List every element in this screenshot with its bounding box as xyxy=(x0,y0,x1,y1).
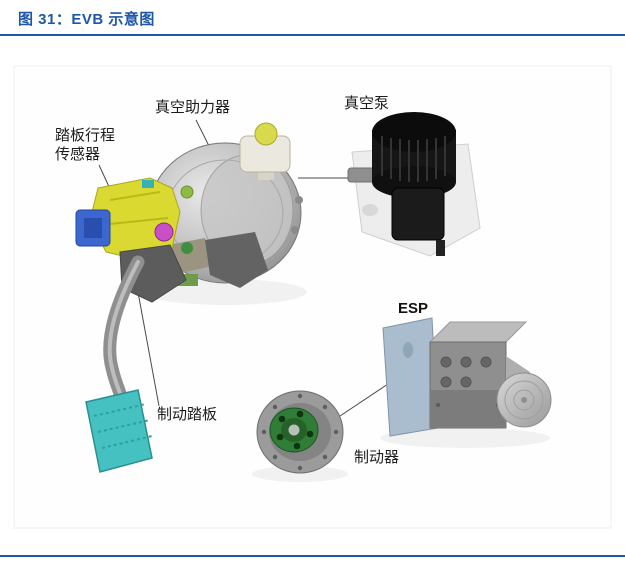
vacuum-pump-illustration xyxy=(347,112,481,257)
sensor-knob xyxy=(154,222,174,242)
lower-bracket xyxy=(205,232,268,288)
reservoir-cap xyxy=(254,122,278,146)
check-valve-fitting xyxy=(180,185,194,199)
figure-caption: 图 31：EVB 示意图 xyxy=(18,8,155,29)
figure-area: 真空助力器 真空泵 踏板行程 传感器 ESP 制动踏板 制动器 xyxy=(0,60,625,540)
brake-disc-illustration xyxy=(252,390,348,482)
leader-line-brake-pedal xyxy=(134,275,160,407)
pedal-pad xyxy=(85,389,153,473)
esp-illustration xyxy=(380,317,552,448)
connector-line-disc-to-esp xyxy=(333,379,395,421)
label-pedal-sensor-line2: 传感器 xyxy=(55,146,100,163)
brake-pedal-illustration xyxy=(85,255,153,473)
label-brake-pedal: 制动踏板 xyxy=(157,405,217,423)
label-esp: ESP xyxy=(398,300,428,317)
label-vacuum-pump: 真空泵 xyxy=(344,94,389,112)
pump-cylinder xyxy=(391,187,445,241)
evb-diagram-canvas: 真空助力器 真空泵 踏板行程 传感器 ESP 制动踏板 制动器 xyxy=(13,65,612,529)
label-vacuum-booster: 真空助力器 xyxy=(155,98,230,116)
label-brake-disc: 制动器 xyxy=(354,449,399,466)
bottom-divider xyxy=(0,555,625,557)
top-divider xyxy=(0,34,625,36)
figure-title: 图 31：EVB 示意图 xyxy=(18,11,155,28)
label-pedal-sensor-line1: 踏板行程 xyxy=(55,126,115,144)
pump-port xyxy=(347,167,375,183)
